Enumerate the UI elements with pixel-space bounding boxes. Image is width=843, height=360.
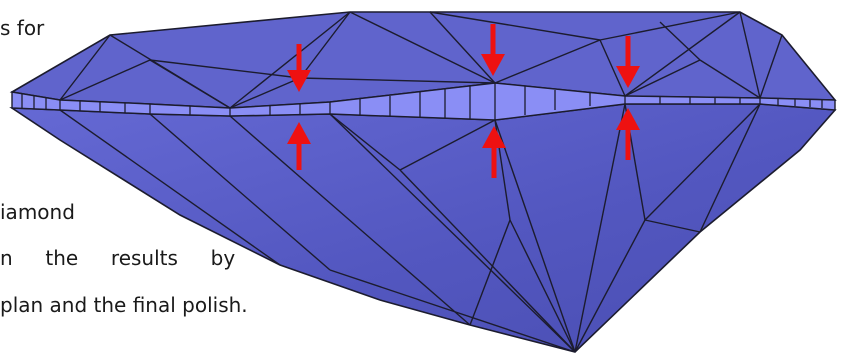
text-fragment-2: iamond <box>0 200 75 224</box>
arrow-up-icon <box>482 126 506 178</box>
text-fragment-1: s for <box>0 16 45 40</box>
crown-facet-edges <box>59 11 783 109</box>
text-fragment-3: n the results by <box>0 246 236 270</box>
diamond-pavilion <box>9 103 837 353</box>
text-fragment-4: plan and the final polish. <box>0 293 248 317</box>
arrow-down-icon <box>481 24 505 76</box>
girdle-thickness-arrows <box>287 24 640 178</box>
arrow-up-icon <box>616 108 640 160</box>
arrow-down-icon <box>616 36 640 88</box>
girdle-segments <box>21 83 823 120</box>
arrow-up-icon <box>287 122 311 170</box>
arrow-down-icon <box>287 44 311 92</box>
pavilion-facet-edges <box>59 103 761 353</box>
